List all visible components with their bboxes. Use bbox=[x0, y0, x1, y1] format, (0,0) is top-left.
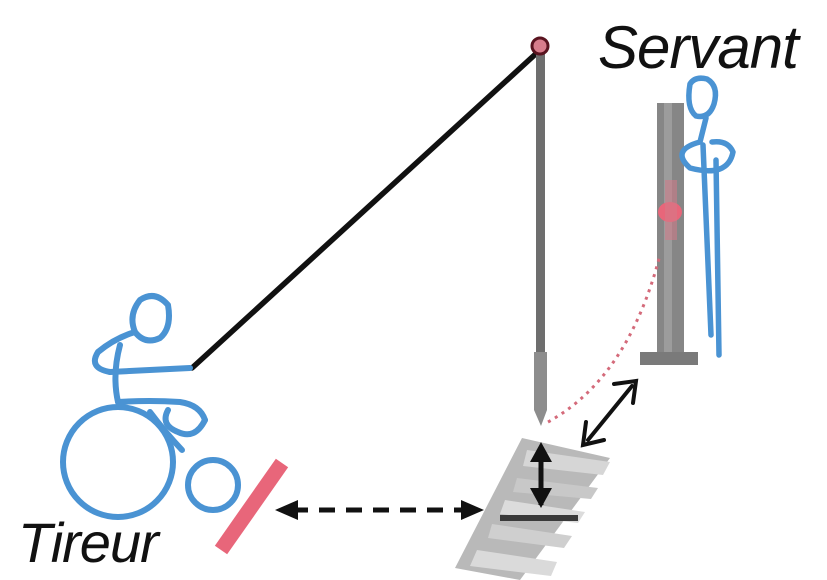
shooter-ramp-distance-arrow bbox=[275, 500, 484, 520]
pointer-pole bbox=[534, 52, 547, 426]
server-figure-icon bbox=[679, 75, 736, 358]
ramp-distance-arrow bbox=[530, 442, 552, 508]
target-icon bbox=[530, 36, 550, 56]
tireur-label: Tireur bbox=[18, 511, 159, 574]
server-board bbox=[640, 103, 698, 365]
aim-line bbox=[189, 47, 543, 371]
shooter-wheelchair-icon bbox=[60, 293, 241, 520]
ramp-mat bbox=[455, 438, 610, 580]
ball-trajectory bbox=[547, 254, 662, 424]
throw-line-marker bbox=[214, 458, 289, 555]
servant-label: Servant bbox=[598, 14, 799, 81]
server-ramp-arrow bbox=[580, 378, 639, 448]
